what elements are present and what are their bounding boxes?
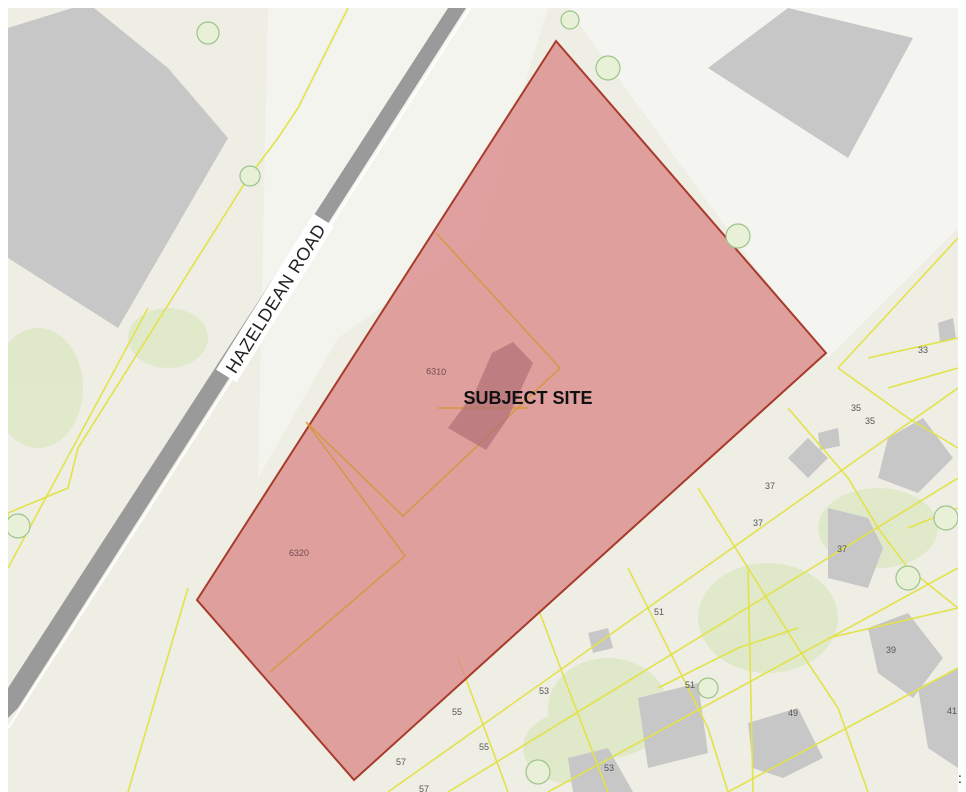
tree-icons — [8, 10, 958, 785]
lot-number: 51 — [654, 607, 664, 617]
lot-number: 37 — [837, 544, 847, 554]
subject-site-label: SUBJECT SITE — [463, 388, 592, 408]
site-address-6320: 6320 — [289, 548, 309, 558]
open-area — [258, 8, 548, 478]
trailing-colon: : — [958, 770, 962, 786]
lot-number: 57 — [396, 757, 406, 767]
map-canvas: HAZELDEAN ROAD 6310 6320 SUBJECT SITE 33… — [8, 8, 958, 792]
lot-number: 35 — [851, 403, 861, 413]
site-building — [448, 342, 533, 450]
lot-number: 37 — [765, 481, 775, 491]
lot-number: 55 — [452, 707, 462, 717]
subject-site-area — [195, 39, 828, 782]
buildings — [8, 8, 958, 792]
lot-number: 55 — [479, 742, 489, 752]
lot-number: 35 — [865, 416, 875, 426]
lot-number: 37 — [753, 518, 763, 528]
site-address-6310: 6310 — [426, 366, 447, 377]
lot-number: 41 — [947, 706, 957, 716]
lot-number: 33 — [918, 345, 928, 355]
lot-number: 39 — [886, 645, 896, 655]
lot-number: 49 — [788, 708, 798, 718]
lot-number: 53 — [539, 686, 549, 696]
lot-number-labels: 33 35 35 37 37 37 39 41 49 51 51 53 53 5… — [396, 345, 957, 792]
lot-number: 53 — [604, 763, 614, 773]
lot-number: 51 — [685, 680, 695, 690]
lot-number: 57 — [419, 784, 429, 792]
